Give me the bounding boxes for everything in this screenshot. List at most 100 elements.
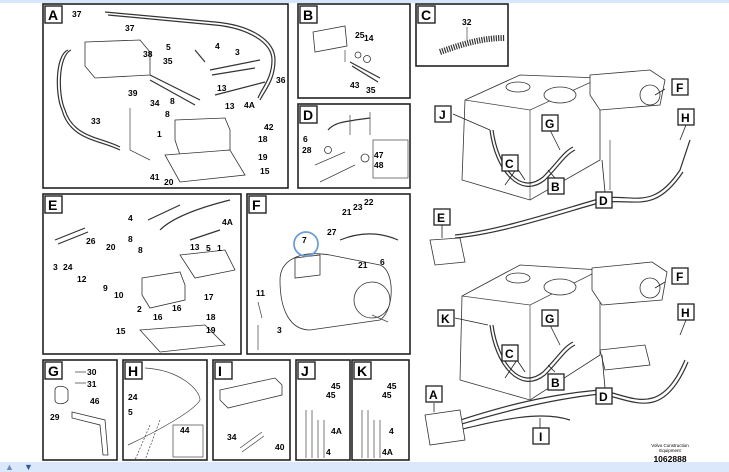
label-a-37b: 37 [125,23,135,33]
callout-top-j[interactable]: J [434,105,452,123]
callout-bottom-i[interactable]: I [532,427,550,445]
callout-top-b[interactable]: B [547,177,565,195]
callout-bottom-b[interactable]: B [547,373,565,391]
label-g-31: 31 [87,379,97,389]
label-f-23: 23 [353,202,363,212]
label-e-16b: 16 [153,312,163,322]
label-f-6: 6 [380,257,385,267]
label-e-8: 8 [128,234,133,244]
callout-bottom-g[interactable]: G [541,309,559,327]
panel-j-tag: J [301,363,309,379]
highlight-circle-7 [293,231,319,257]
svg-text:G: G [545,312,554,326]
label-e-24: 24 [63,262,73,272]
label-f-3: 3 [277,325,282,335]
svg-text:I: I [539,430,542,444]
label-f-7: 7 [302,235,307,245]
label-f-21b: 21 [358,260,368,270]
label-e-9: 9 [103,283,108,293]
panel-i[interactable]: I 34 40 [212,359,291,461]
callout-bottom-c[interactable]: C [501,344,519,362]
label-a-37: 37 [72,9,82,19]
document-number: 1062888 [653,454,686,464]
svg-text:H: H [681,111,690,125]
panel-h-tag: H [128,363,138,379]
label-a-35: 35 [163,56,173,66]
panel-f-tag: F [252,197,261,213]
label-g-29: 29 [50,412,60,422]
label-e-10: 10 [114,290,124,300]
label-e-2: 2 [137,304,142,314]
panel-k-tag: K [357,363,367,379]
panel-g-tag: G [48,363,59,379]
credit-line-2: Equipment [659,448,681,453]
callout-bottom-f[interactable]: F [671,267,689,285]
label-a-39: 39 [128,88,138,98]
callout-top-d[interactable]: D [595,191,613,209]
scroll-down-icon[interactable]: ▼ [24,462,33,472]
callout-top-e[interactable]: E [433,208,451,226]
label-e-8b: 8 [138,245,143,255]
label-e-5: 5 [206,243,211,253]
label-k-45b: 45 [382,390,392,400]
callout-bottom-h[interactable]: H [677,303,695,321]
label-e-12: 12 [77,274,87,284]
svg-text:E: E [437,211,445,225]
label-b-14: 14 [364,33,374,43]
label-j-45: 45 [331,381,341,391]
panel-d[interactable]: D 6 28 47 48 [297,103,411,189]
label-f-22: 22 [364,197,374,207]
svg-text:A: A [429,388,438,402]
label-g-30: 30 [87,367,97,377]
callout-top-c[interactable]: C [501,154,519,172]
svg-text:K: K [441,312,450,326]
label-j-45b: 45 [326,390,336,400]
callout-bottom-d[interactable]: D [595,387,613,405]
label-h-44: 44 [180,425,190,435]
label-a-4: 4 [215,41,220,51]
callout-top-f[interactable]: F [671,78,689,96]
callout-top-g[interactable]: G [541,114,559,132]
label-e-19: 19 [206,325,216,335]
panel-a[interactable]: A 37 37 38 35 5 4 3 36 39 34 8 13 13 4A … [42,3,289,189]
top-strip [0,0,729,3]
callout-bottom-a[interactable]: A [425,385,443,403]
label-i-40: 40 [275,442,285,452]
scroll-up-icon[interactable]: ▲ [5,462,14,472]
label-a-33: 33 [91,116,101,126]
label-e-26: 26 [86,236,96,246]
label-h-24: 24 [128,392,138,402]
label-b-25: 25 [355,30,365,40]
label-e-4: 4 [128,213,133,223]
panel-b[interactable]: B 25 14 43 35 [297,3,411,99]
label-e-13: 13 [190,242,200,252]
label-i-34: 34 [227,432,237,442]
panel-c[interactable]: C 32 [415,3,509,67]
panel-k[interactable]: K 45 45 4 4A [351,359,410,461]
svg-text:J: J [439,108,446,122]
label-a-42: 42 [264,122,274,132]
callout-top-h[interactable]: H [677,108,695,126]
label-a-3: 3 [235,47,240,57]
label-e-1: 1 [217,243,222,253]
label-a-19: 19 [258,152,268,162]
label-a-18: 18 [258,134,268,144]
callout-bottom-k[interactable]: K [437,309,455,327]
label-a-13: 13 [217,83,227,93]
panel-c-tag: C [421,7,431,23]
label-c-32: 32 [462,17,472,27]
panel-f[interactable]: F 22 21 23 27 7 21 6 11 3 [246,193,411,355]
svg-text:C: C [505,347,514,361]
label-g-46: 46 [90,396,100,406]
panel-d-tag: D [303,107,313,123]
label-a-13b: 13 [225,101,235,111]
label-f-11: 11 [256,288,265,298]
panel-g[interactable]: G 30 31 46 29 [42,359,118,461]
panel-h[interactable]: H 24 5 44 [122,359,208,461]
panel-j[interactable]: J 45 45 4A 4 [295,359,351,461]
label-d-48: 48 [374,160,384,170]
label-k-4a: 4A [382,447,393,457]
panel-e[interactable]: E 4 4A 26 20 8 8 13 5 1 3 24 12 9 10 17 … [42,193,242,355]
label-j-4: 4 [326,447,331,457]
